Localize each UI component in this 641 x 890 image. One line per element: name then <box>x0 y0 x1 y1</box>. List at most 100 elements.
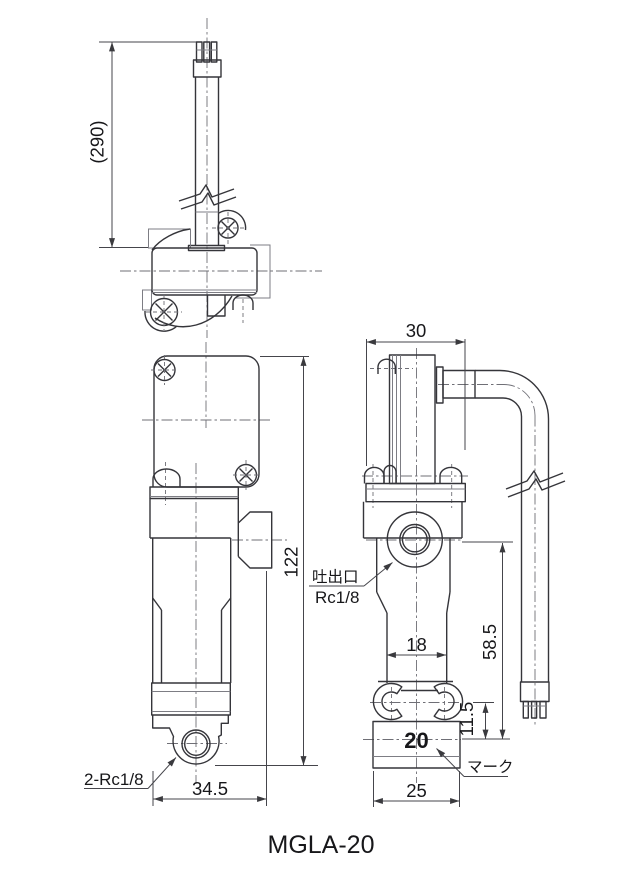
wire <box>539 700 547 719</box>
wire <box>210 41 218 63</box>
outlet-label: 吐出口 Rc1/8 <box>309 562 393 607</box>
cable-end-wires <box>522 700 547 719</box>
phillips-screw-lower <box>144 294 182 332</box>
flange-stack-outline <box>150 682 231 716</box>
dimension-cable-length: (290) <box>87 41 196 248</box>
valve-block <box>149 498 239 539</box>
dimension-base-25: 25 <box>373 771 460 807</box>
screw-center-ticks <box>146 294 182 330</box>
cable-curve <box>154 295 233 328</box>
port-bore <box>183 732 208 757</box>
cable-body <box>194 77 220 246</box>
phillips-screw-upper <box>212 209 247 244</box>
bracket-right <box>235 244 271 299</box>
hook-center-ticks <box>391 687 445 719</box>
wire <box>203 41 211 63</box>
screw-tab <box>383 464 397 484</box>
leader-arrow <box>363 562 393 587</box>
flange-band <box>149 486 240 500</box>
dimension-hook-offset-11-5: 11.5 <box>456 702 494 739</box>
gland-base <box>435 366 444 404</box>
cable-curve <box>151 228 191 251</box>
port-ring <box>181 729 211 759</box>
cable-inner-edge <box>475 397 523 682</box>
dim-height-text: 122 <box>281 547 302 578</box>
dim-base-text: 25 <box>406 780 427 801</box>
dim-width-text: 34.5 <box>192 778 228 799</box>
screw-dome-icon <box>152 468 181 487</box>
side-port-block <box>237 511 273 569</box>
flange-band <box>365 482 467 503</box>
cable-break-mark <box>178 184 237 210</box>
mount-hook-right <box>433 682 464 721</box>
outlet-text: 吐出口 <box>312 568 359 586</box>
bottom-housing <box>152 715 229 765</box>
cable-outer-edge <box>475 369 550 682</box>
wire <box>195 41 203 63</box>
inlet-ports-label: 2-Rc1/8 <box>84 757 177 789</box>
bracket-upper <box>148 228 191 249</box>
wire <box>530 700 538 719</box>
cable-sheath-end <box>192 59 222 78</box>
base-block <box>372 720 461 769</box>
bracket-lower-left <box>142 289 152 311</box>
inlet-port-front <box>181 729 211 759</box>
wire <box>522 700 529 719</box>
cable-end-wires <box>195 41 218 63</box>
dim-hook-offset-text: 11.5 <box>456 702 477 737</box>
leader-arrow <box>436 748 465 777</box>
cable-break-mark <box>505 470 566 498</box>
side-view-cable-up: (290) <box>87 18 322 338</box>
screw-dome-icon <box>377 358 396 374</box>
port-ring <box>399 523 431 556</box>
break-zigzag <box>507 478 566 498</box>
screw-center-ticks <box>372 464 453 508</box>
cylinder-walls <box>160 610 223 683</box>
cover-edge-lines <box>392 355 401 484</box>
dimension-port-height-58-5: 58.5 <box>462 541 513 740</box>
front-view: 122 34.5 2-Rc1/8 <box>84 342 318 806</box>
cylinder-walls <box>386 613 448 683</box>
dim-width-text: 30 <box>406 320 427 341</box>
inlet-ports-text: 2-Rc1/8 <box>84 770 144 789</box>
mount-hook-left <box>372 682 403 721</box>
dimension-width-34-5: 34.5 <box>152 571 267 806</box>
dim-cable-length-text: (290) <box>87 120 108 163</box>
screw-center-ticks <box>151 355 179 385</box>
bottom-flange-stack <box>150 682 231 716</box>
screw-head-icon <box>217 217 239 239</box>
size-mark-text: 20 <box>404 728 428 753</box>
break-zigzag <box>178 184 235 202</box>
discharge-port <box>386 511 443 568</box>
screw-boss-arc <box>144 310 178 332</box>
lower-block-walls <box>376 538 451 592</box>
right-side-view: 20 30 18 58.5 11.5 25 <box>309 320 566 807</box>
switch-body <box>151 247 258 296</box>
screw-dome-icon <box>439 466 463 484</box>
screw-center-ticks <box>233 460 260 490</box>
mark-label: マーク <box>436 748 514 777</box>
lower-block-chamfer <box>376 591 451 614</box>
cable-gland <box>442 369 476 399</box>
port-boss <box>386 511 443 568</box>
screw-dome-icon <box>232 294 254 310</box>
body-step <box>206 295 226 317</box>
screw-dome-icon <box>363 466 385 484</box>
dimension-cylinder-18: 18 <box>386 634 447 658</box>
flange-stack-lines <box>151 691 231 712</box>
mark-label-text: マーク <box>467 758 514 776</box>
phillips-screw-bottom-right <box>233 460 260 490</box>
outlet-thread-text: Rc1/8 <box>315 588 359 607</box>
dim-cylinder-text: 18 <box>406 634 427 655</box>
screw-side-profile <box>232 294 254 323</box>
leader-arrow <box>147 757 177 789</box>
valve-block-side <box>362 501 463 539</box>
column-outer-walls <box>152 538 232 683</box>
break-zigzag <box>180 192 237 210</box>
break-zigzag <box>505 470 564 490</box>
column-chamfer <box>152 597 232 611</box>
dim-port-height-text: 58.5 <box>479 624 500 660</box>
model-title: MGLA-20 <box>268 831 375 859</box>
